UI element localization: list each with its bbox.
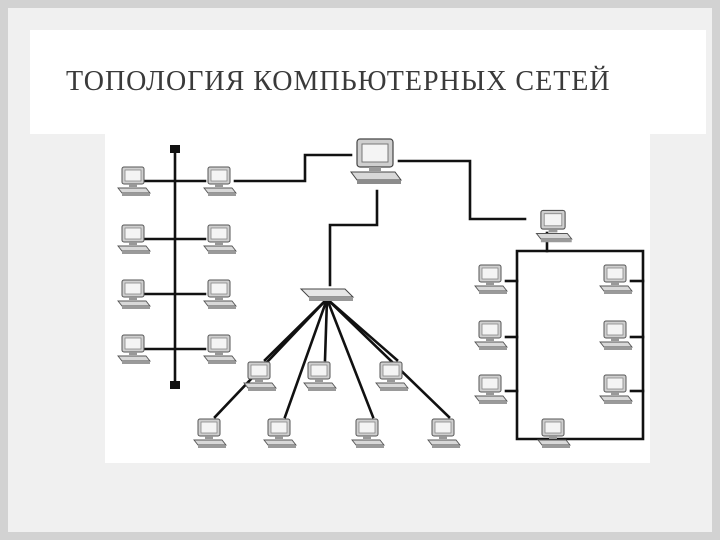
hub-icon: [299, 288, 355, 301]
server-computer-icon: [350, 138, 402, 185]
star-spoke-line: [325, 297, 451, 419]
ring-computer-icon: [599, 374, 633, 405]
star-computer-icon: [193, 418, 227, 449]
ring-computer-icon: [599, 320, 633, 351]
star-spoke-line: [213, 297, 329, 419]
ring-top-computer-icon: [535, 209, 573, 243]
bus-computer-icon: [203, 279, 237, 310]
terminator-icon: [170, 381, 180, 389]
terminator-icon: [170, 145, 180, 153]
bus-computer-icon: [203, 334, 237, 365]
star-computer-icon: [303, 361, 337, 392]
bus-computer-icon: [203, 166, 237, 197]
network-diagram: [117, 138, 645, 449]
star-spoke-line: [325, 297, 375, 419]
star-spoke-line: [283, 297, 329, 419]
ring-computer-icon: [599, 264, 633, 295]
slide-title: ТОПОЛОГИЯ КОМПЬЮТЕРНЫХ СЕТЕЙ: [66, 66, 611, 97]
network-topology-figure: [105, 133, 650, 463]
title-box: ТОПОЛОГИЯ КОМПЬЮТЕРНЫХ СЕТЕЙ: [30, 30, 706, 134]
bus-computer-icon: [203, 224, 237, 255]
star-spoke-line: [323, 297, 329, 362]
ring-loop-line: [515, 249, 645, 441]
ring-computer-icon: [474, 320, 508, 351]
server-to-hub-line: [328, 189, 379, 287]
server-to-bus-line: [233, 153, 353, 183]
ring-computer-icon: [474, 374, 508, 405]
ring-computer-icon: [474, 264, 508, 295]
star-computer-icon: [375, 361, 409, 392]
ring-computer-icon: [537, 418, 571, 449]
star-computer-icon: [243, 361, 277, 392]
star-computer-icon: [263, 418, 297, 449]
star-computer-icon: [351, 418, 385, 449]
star-computer-icon: [427, 418, 461, 449]
server-to-ring-line: [397, 159, 527, 221]
